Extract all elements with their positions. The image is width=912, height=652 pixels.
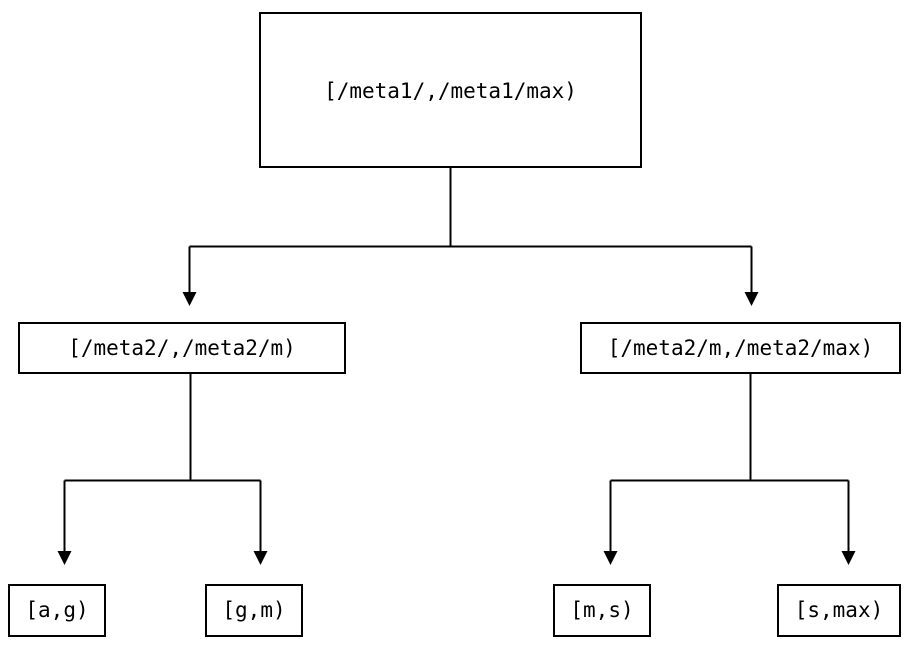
- arrowhead-root-to-midright: [744, 292, 759, 306]
- node-mid-left-box[interactable]: [18, 322, 346, 374]
- edge-midright-to-leaves-group: [603, 374, 856, 565]
- node-mid-left-label: [/meta2/,/meta2/m): [68, 336, 296, 360]
- node-leaf-ms[interactable]: [m,s): [553, 584, 651, 637]
- node-mid-right-box[interactable]: [580, 322, 901, 374]
- edge-root-to-mid-group: [182, 168, 759, 306]
- node-root-box[interactable]: [259, 12, 642, 168]
- node-leaf-smax[interactable]: [s,max): [777, 584, 901, 637]
- arrowhead-root-to-midleft: [182, 292, 197, 306]
- arrowhead-midright-to-leaf-ms: [603, 551, 618, 565]
- node-leaf-ag-box[interactable]: [8, 584, 106, 637]
- node-leaf-ag[interactable]: [a,g): [8, 584, 106, 637]
- node-leaf-ag-label: [a,g): [25, 598, 88, 622]
- node-mid-right-label: [/meta2/m,/meta2/max): [608, 336, 874, 360]
- node-leaf-ms-label: [m,s): [570, 598, 633, 622]
- arrowhead-midleft-to-leaf-ag: [57, 551, 72, 565]
- edge-midleft-to-leaves-group: [57, 374, 268, 565]
- node-leaf-ms-box[interactable]: [553, 584, 651, 637]
- node-root[interactable]: [/meta1/,/meta1/max): [259, 12, 642, 168]
- node-leaf-smax-label: [s,max): [795, 598, 884, 622]
- arrowhead-midleft-to-leaf-gm: [253, 551, 268, 565]
- node-mid-right[interactable]: [/meta2/m,/meta2/max): [580, 322, 901, 374]
- node-leaf-gm-label: [g,m): [222, 598, 285, 622]
- node-root-label: [/meta1/,/meta1/max): [324, 79, 577, 103]
- node-leaf-gm-box[interactable]: [205, 584, 303, 637]
- arrowhead-midright-to-leaf-smax: [841, 551, 856, 565]
- node-leaf-gm[interactable]: [g,m): [205, 584, 303, 637]
- node-mid-left[interactable]: [/meta2/,/meta2/m): [18, 322, 346, 374]
- node-leaf-smax-box[interactable]: [777, 584, 901, 637]
